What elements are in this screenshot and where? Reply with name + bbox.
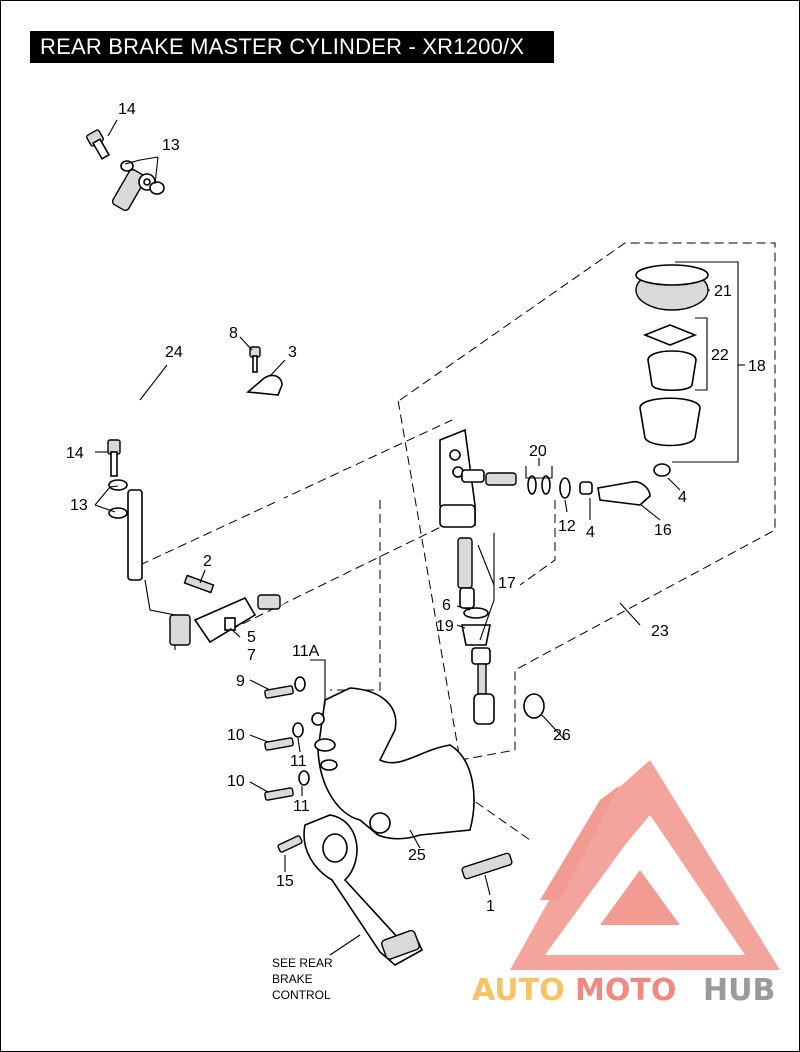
watermark-hub: HUB xyxy=(703,973,775,1008)
callout-21: 21 xyxy=(714,283,732,300)
watermark-logo xyxy=(510,760,780,970)
callout-8: 8 xyxy=(229,325,238,342)
callout-2: 2 xyxy=(203,553,212,570)
hose-clip xyxy=(246,346,283,396)
diagram-title: REAR BRAKE MASTER CYLINDER - XR1200/X xyxy=(30,31,554,63)
callout-24: 24 xyxy=(165,344,183,361)
callout-20: 20 xyxy=(529,443,547,460)
watermark-moto: MOTO xyxy=(575,973,676,1008)
see-rear-brake-note: SEE REAR BRAKE CONTROL xyxy=(272,934,361,1002)
callout-12: 12 xyxy=(558,518,576,535)
callout-22: 22 xyxy=(711,347,729,364)
callout-17: 17 xyxy=(498,575,516,592)
callout-6: 6 xyxy=(442,597,451,614)
hose-fittings xyxy=(485,472,651,506)
callout-1: 1 xyxy=(486,898,495,915)
callout-13-lower: 13 xyxy=(70,497,88,514)
note-line-2: BRAKE xyxy=(272,972,313,986)
watermark-text: AUTO MOTO HUB xyxy=(472,973,775,1008)
note-line-3: CONTROL xyxy=(272,988,331,1002)
callout-19: 19 xyxy=(436,618,454,635)
callout-14-lower: 14 xyxy=(66,445,84,462)
callout-4-upper: 4 xyxy=(678,489,687,506)
callout-5: 5 xyxy=(247,629,256,646)
leader-lines xyxy=(94,119,745,896)
callout-4-lower: 4 xyxy=(586,524,595,541)
callout-11-upper: 11 xyxy=(290,753,307,770)
callout-10-lower: 10 xyxy=(227,773,245,790)
callout-10-upper: 10 xyxy=(227,727,245,744)
fasteners xyxy=(264,676,513,880)
hose-bracket xyxy=(183,574,257,644)
callout-11A: 11A xyxy=(292,643,320,660)
callout-26: 26 xyxy=(553,727,571,744)
item-23-boundary xyxy=(397,242,776,761)
master-cylinder-body xyxy=(439,428,485,528)
callout-18: 18 xyxy=(748,358,766,375)
callout-13-top: 13 xyxy=(162,137,180,154)
o-ring xyxy=(523,693,545,719)
callout-15: 15 xyxy=(276,873,294,890)
note-line-1: SEE REAR xyxy=(272,956,333,970)
callout-25: 25 xyxy=(408,847,426,864)
callout-7: 7 xyxy=(247,647,256,664)
pedal-bracket xyxy=(311,687,475,840)
callout-14-top: 14 xyxy=(118,101,136,118)
banjo-bolt-top xyxy=(85,129,165,195)
callout-16: 16 xyxy=(654,522,672,539)
brake-line-lower xyxy=(107,439,191,650)
callout-23: 23 xyxy=(651,623,669,640)
brake-pedal xyxy=(303,814,424,966)
callout-11-lower: 11 xyxy=(293,798,310,815)
callout-9: 9 xyxy=(236,673,245,690)
piston-assembly xyxy=(457,537,495,725)
callouts: 14 13 8 3 24 14 13 2 5 7 11A 9 10 11 10 … xyxy=(66,101,766,915)
watermark-auto: AUTO xyxy=(472,973,565,1008)
reservoir xyxy=(635,264,709,477)
callout-3: 3 xyxy=(288,344,297,361)
